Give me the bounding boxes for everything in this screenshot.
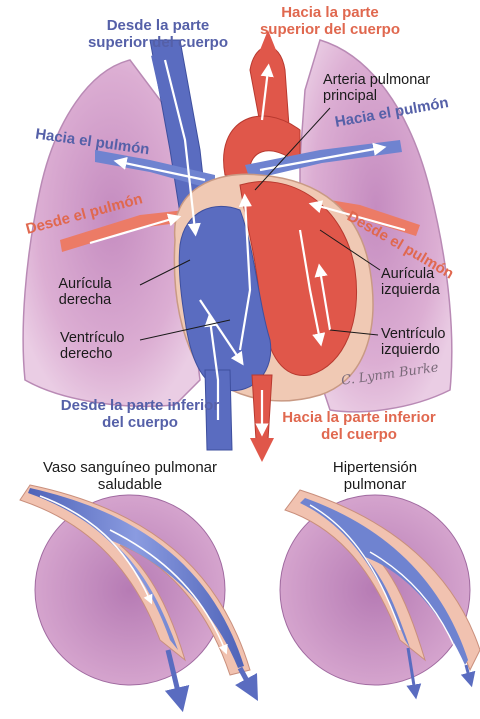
descending-aorta-arrowhead [250,438,274,462]
label-right-ventricle: Ventrículo derecho [60,330,160,362]
label-to-lower-body: Hacia la parte inferior del cuerpo [274,410,444,444]
label-hypertension: Hipertensión pulmonar [300,460,450,494]
label-left-ventricle: Ventrículo izquierdo [381,326,476,358]
label-healthy-vessel: Vaso sanguíneo pulmonar saludable [40,460,220,494]
label-to-upper-body: Hacia la parte superior del cuerpo [255,5,405,39]
label-from-upper-body: Desde la parte superior del cuerpo [78,18,238,52]
label-right-atrium: Aurícula derecha [40,276,130,308]
label-left-atrium: Aurícula izquierda [381,266,471,298]
label-from-lower-body: Desde la parte inferior del cuerpo [55,398,225,432]
